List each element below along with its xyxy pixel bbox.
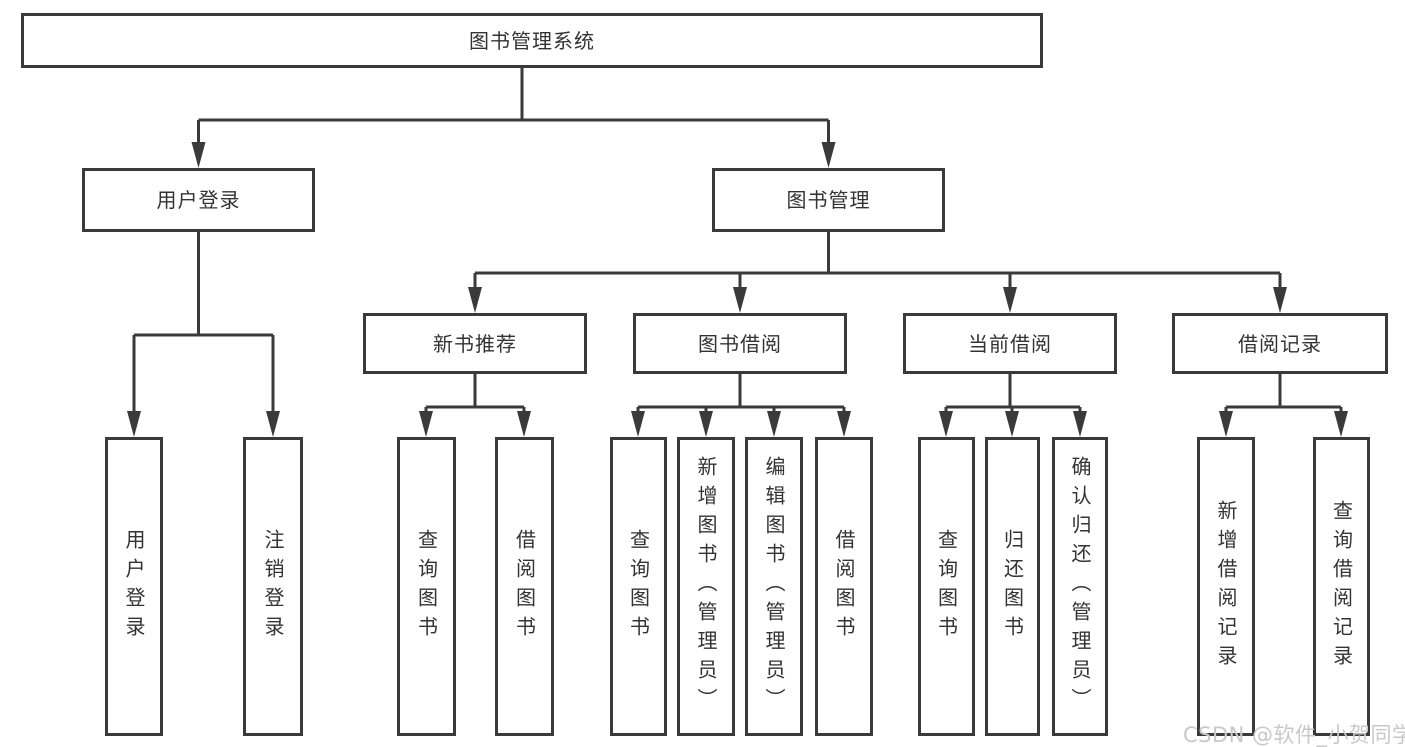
node-library-system: 图书管理系统 xyxy=(21,13,1043,68)
leaf-current-return-books: 归还图书 xyxy=(985,437,1040,736)
watermark: CSDN @软件_小贺同学 xyxy=(1183,723,1405,747)
leaf-borrow-add-books-admin: 新增图书（管理员） xyxy=(677,437,735,736)
node-user-login: 用户登录 xyxy=(82,168,315,232)
leaf-borrow-borrow-books: 借阅图书 xyxy=(815,437,873,736)
node-borrow-records: 借阅记录 xyxy=(1172,313,1388,374)
leaf-current-confirm-return-admin: 确认归还（管理员） xyxy=(1052,437,1108,736)
node-new-book-recommend: 新书推荐 xyxy=(363,313,587,374)
leaf-newbook-borrow-books: 借阅图书 xyxy=(495,437,554,736)
leaf-logout: 注销登录 xyxy=(243,437,303,736)
node-book-management: 图书管理 xyxy=(712,168,945,232)
leaf-newbook-query-books: 查询图书 xyxy=(397,437,456,736)
leaf-records-query-record: 查询借阅记录 xyxy=(1313,437,1370,736)
node-book-borrow: 图书借阅 xyxy=(633,313,847,374)
leaf-borrow-query-books: 查询图书 xyxy=(610,437,667,736)
leaf-borrow-edit-books-admin: 编辑图书（管理员） xyxy=(745,437,803,736)
leaf-records-add-record: 新增借阅记录 xyxy=(1197,437,1255,736)
leaf-current-query-books: 查询图书 xyxy=(918,437,975,736)
leaf-user-login: 用户登录 xyxy=(105,437,163,736)
node-current-borrow: 当前借阅 xyxy=(903,313,1117,374)
